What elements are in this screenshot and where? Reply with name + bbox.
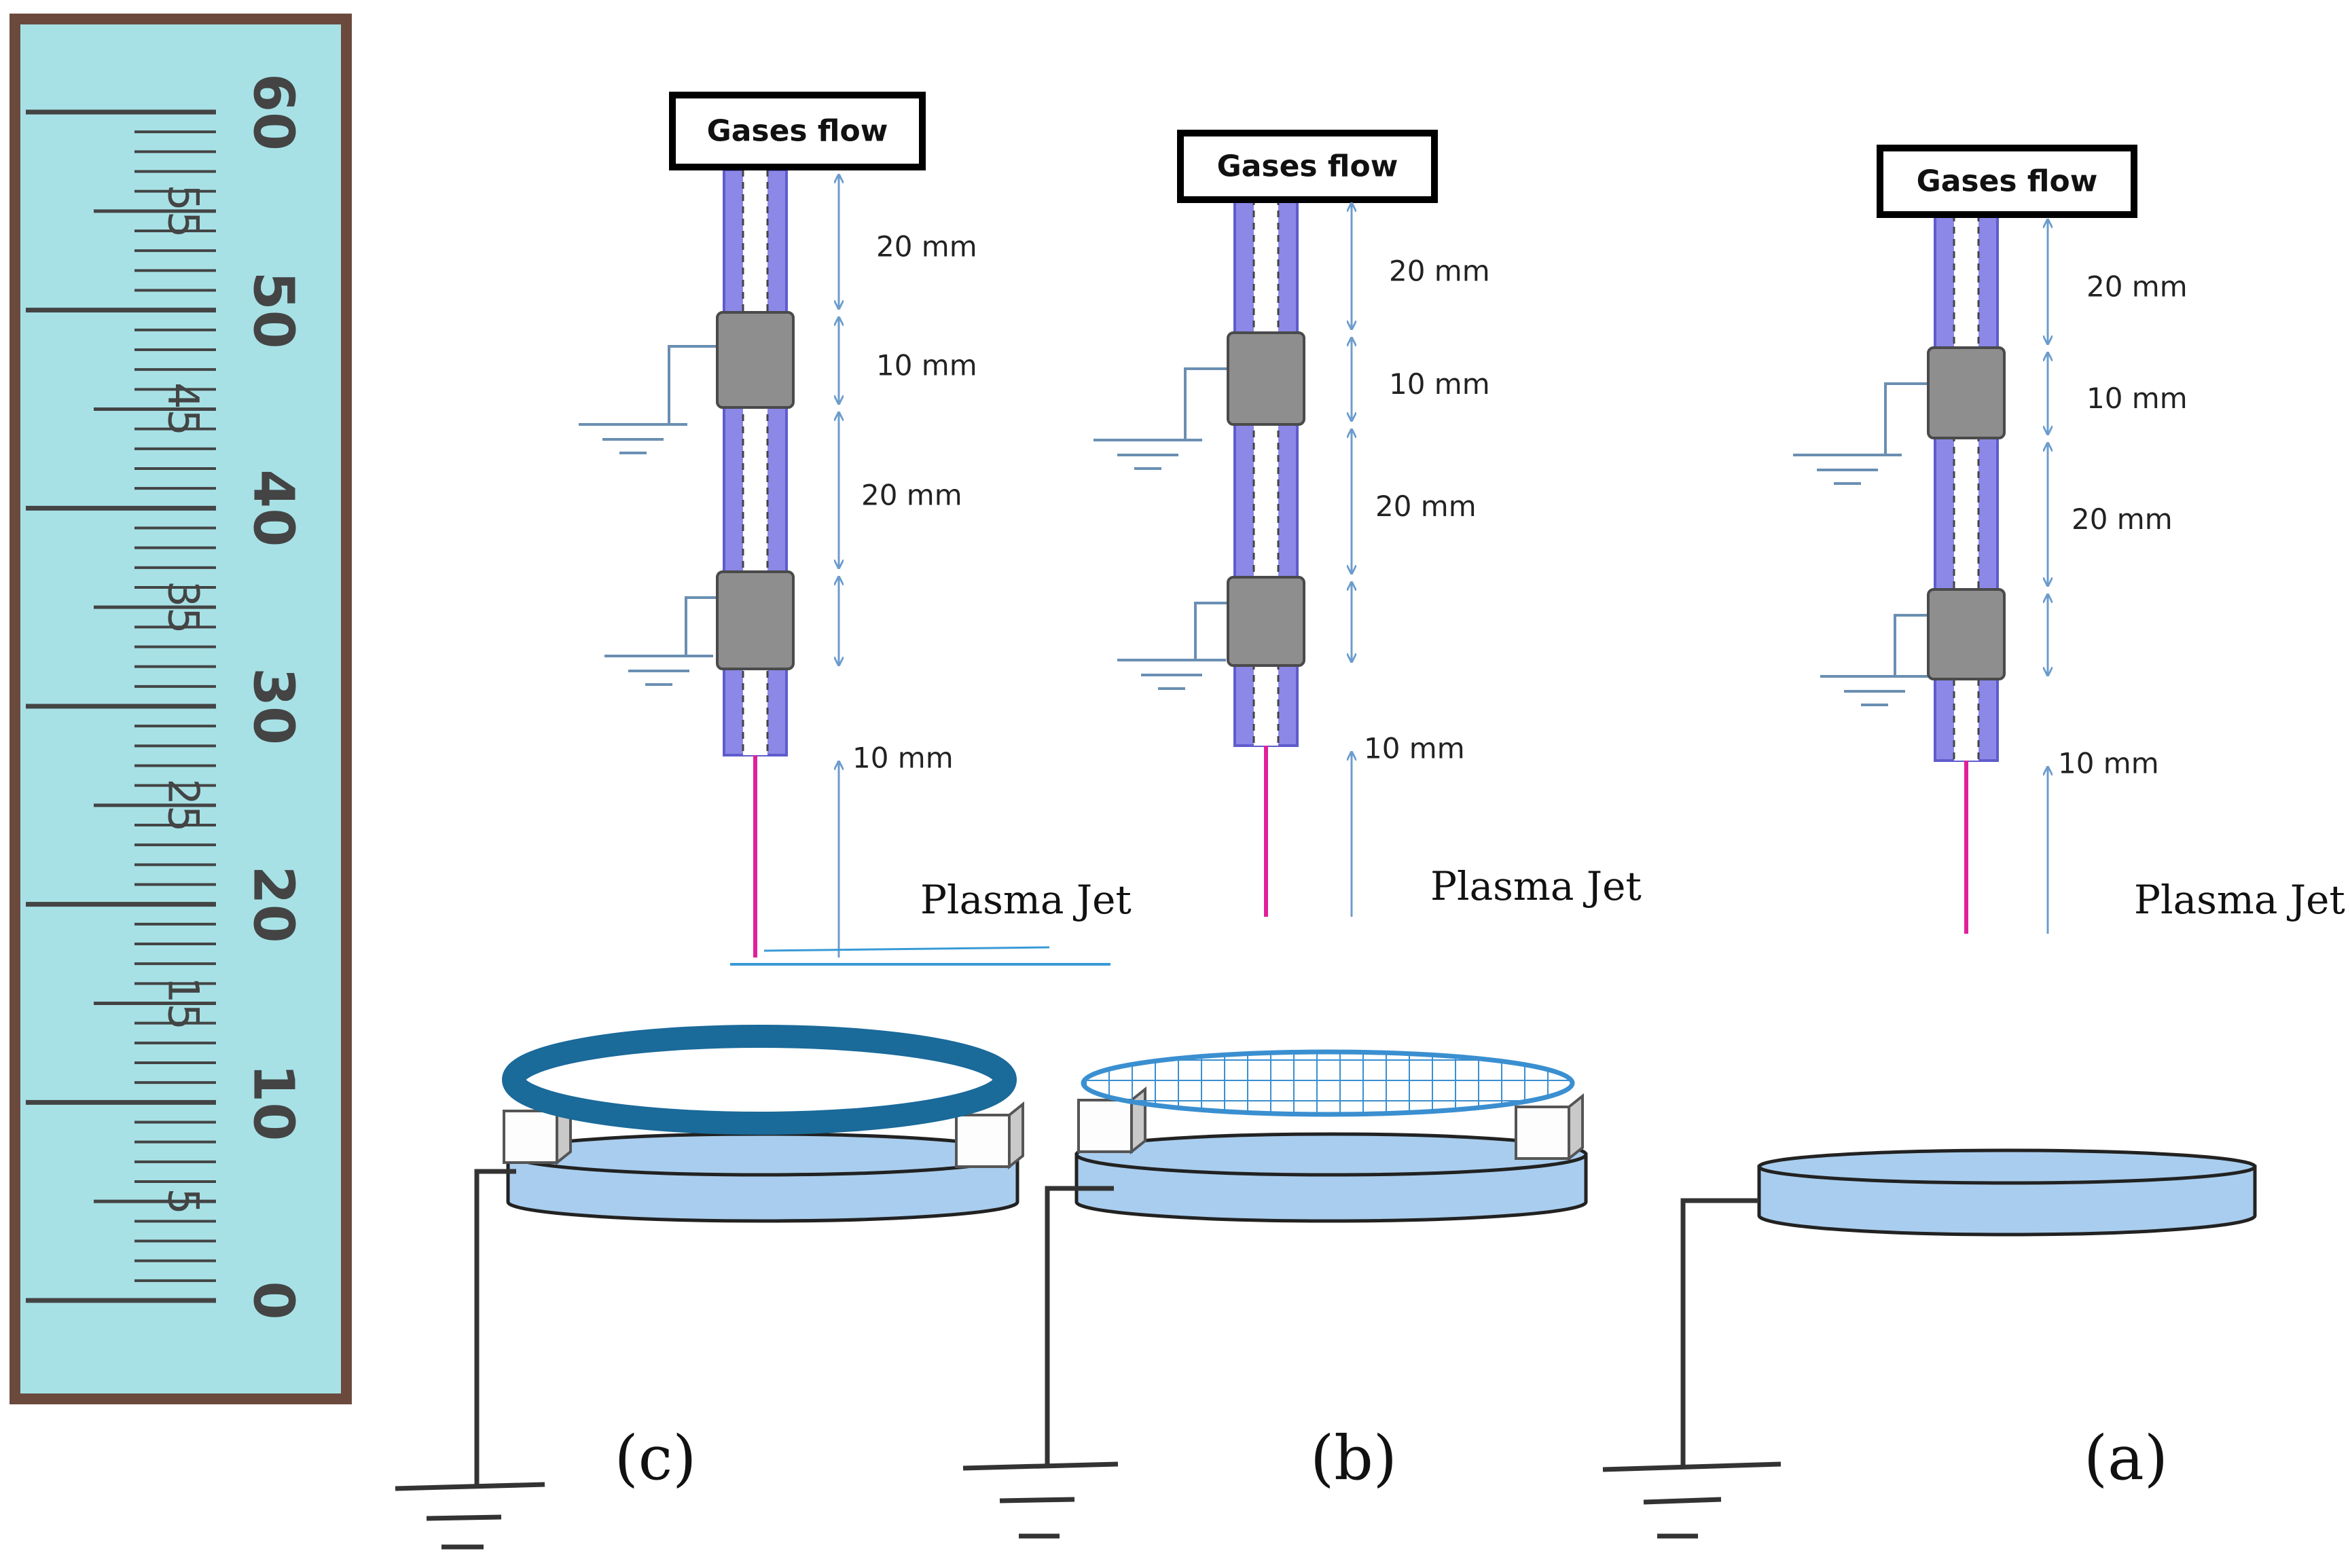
panel-label-c: (c) <box>615 1423 697 1494</box>
ground-wire-a <box>1680 1198 1759 1467</box>
ground-symbol-c-2 <box>426 1514 502 1521</box>
dimension-label: 10 mm <box>2086 382 2188 415</box>
ruler-label: 5 <box>159 1188 209 1214</box>
target-a-dish <box>1602 1148 2257 1539</box>
dish-c-top <box>506 1132 1019 1177</box>
dimension-label: 20 mm <box>2072 503 2173 536</box>
dimension-label: 20 mm <box>1375 490 1477 523</box>
electrode-2 <box>1927 588 2006 680</box>
support-block-left-b <box>1077 1099 1133 1153</box>
gases-flow-label: Gases flow <box>1917 164 2098 199</box>
ruler-label: 25 <box>159 778 209 832</box>
dimension-label: 10 mm <box>1389 367 1490 401</box>
ground-symbol-b-2 <box>999 1497 1075 1503</box>
ground-symbol-c-1 <box>395 1482 545 1491</box>
panel-label-a: (a) <box>2084 1423 2168 1494</box>
ground-symbol-a-1 <box>1602 1461 1782 1472</box>
ruler-label: 40 <box>241 469 306 547</box>
ground-symbol-a-2 <box>1643 1497 1722 1505</box>
dish-a-top <box>1757 1148 2257 1185</box>
support-block-left-c <box>503 1110 558 1164</box>
electrode-1 <box>1927 346 2006 439</box>
ruler-label: 10 <box>241 1063 306 1141</box>
target-c-ring-electrode <box>395 1025 1024 1550</box>
gases-flow-label: Gases flow <box>707 114 888 149</box>
target-b-mesh-electrode <box>962 1049 1588 1539</box>
dimension-label: 20 mm <box>1389 255 1490 288</box>
panel-label-b: (b) <box>1310 1423 1397 1494</box>
ruler-body <box>10 14 352 1404</box>
ruler-label: 45 <box>159 382 209 436</box>
ruler-label: 55 <box>159 184 209 238</box>
ground-wire-b <box>1045 1186 1114 1467</box>
dish-b-top <box>1074 1132 1588 1177</box>
dimension-label: 10 mm <box>876 349 977 382</box>
plasma-jet-label: Plasma Jet <box>1430 863 1642 909</box>
plasma-jet-device-b: Gases flow 20 mm 10 mm 20 mm 10 mm Plasma Jet <box>1093 130 1642 917</box>
dimension-label: 10 mm <box>2058 747 2159 780</box>
ruler-labels: 0 5 10 15 20 25 30 35 40 45 50 55 60 <box>159 73 306 1320</box>
plasma-jet-label: Plasma Jet <box>920 877 1132 923</box>
gases-flow-label: Gases flow <box>1217 149 1398 184</box>
support-block-right-c <box>955 1114 1011 1168</box>
dimension-label: 20 mm <box>861 479 962 512</box>
support-block-right-b <box>1515 1106 1570 1160</box>
ruler-label: 20 <box>241 866 306 943</box>
ruler-ticks <box>26 109 216 1303</box>
ground-symbol-b-1 <box>962 1461 1119 1471</box>
dimension-label: 10 mm <box>852 742 954 775</box>
electrode-2 <box>1227 576 1305 667</box>
dimension-label: 20 mm <box>2086 270 2188 304</box>
ruler-label: 15 <box>159 977 209 1030</box>
dimension-label: 20 mm <box>876 230 977 263</box>
support-block-right-c-side <box>1008 1101 1024 1170</box>
mesh-electrode <box>1081 1049 1575 1117</box>
devices: Gases flow 20 mm 10 mm 20 mm 10 mm Plasma Jet… <box>579 92 2345 966</box>
ruler-label: 30 <box>241 668 306 745</box>
gases-flow-box <box>669 92 926 170</box>
ruler-label: 35 <box>159 581 209 634</box>
plasma-jet-device-c: Gases flow 20 mm 10 mm 20 mm 10 mm Plasma Jet <box>579 92 1132 966</box>
ruler-label: 0 <box>241 1281 306 1319</box>
plasma-jet-device-a: Gases flow 20 mm 10 mm 20 mm 10 mm Plasma Jet <box>1793 145 2345 934</box>
surface-reference-line <box>763 946 1050 952</box>
electrode-2 <box>716 570 795 670</box>
ring-electrode <box>502 1025 1017 1135</box>
gases-flow-box <box>1177 130 1438 203</box>
ground-wire-c <box>474 1169 516 1487</box>
ruler: 0 5 10 15 20 25 30 35 40 45 50 55 60 <box>10 14 352 1404</box>
electrode-1 <box>1227 331 1305 426</box>
support-block-right-b-side <box>1568 1093 1584 1162</box>
ruler-label: 50 <box>241 272 306 349</box>
gases-flow-box <box>1877 145 2137 218</box>
dish-a <box>1757 1165 2257 1237</box>
ruler-label: 60 <box>241 73 306 151</box>
electrode-1 <box>716 311 795 409</box>
dimension-label: 10 mm <box>1364 732 1465 765</box>
plasma-jet-label: Plasma Jet <box>2134 877 2345 923</box>
